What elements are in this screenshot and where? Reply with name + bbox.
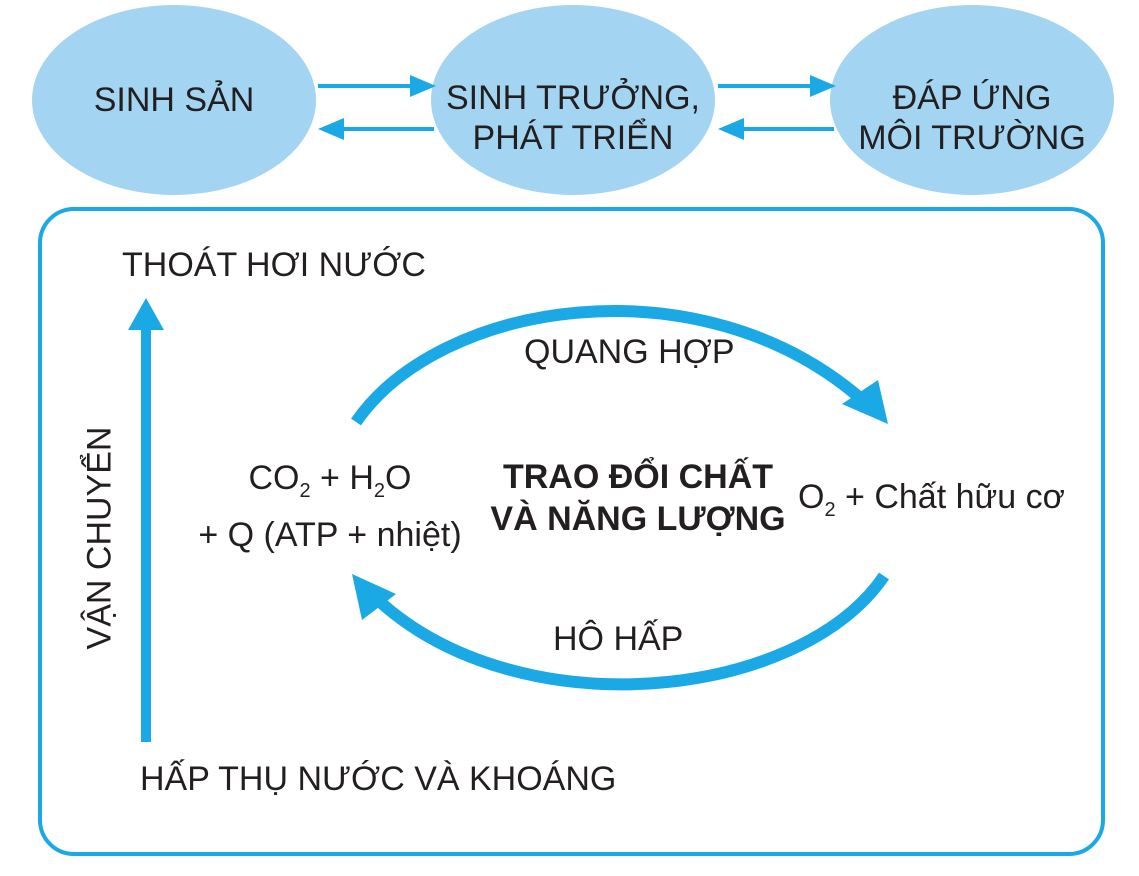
reactants-line1: CO2 + H2O bbox=[248, 459, 412, 502]
products-label: O2 + Chất hữu cơ bbox=[798, 478, 1065, 521]
center-title: TRAO ĐỔI CHẤT VÀ NĂNG LƯỢNG bbox=[478, 456, 798, 540]
metabolism-box bbox=[38, 207, 1105, 856]
response-label: ĐÁP ỨNG MÔI TRƯỜNG bbox=[858, 79, 1086, 157]
reproduction-label: SINH SẢN bbox=[93, 81, 255, 119]
center-title-line1: TRAO ĐỔI CHẤT bbox=[502, 458, 774, 496]
arrow-growth-to-reproduction bbox=[318, 118, 434, 140]
oval-growth bbox=[431, 5, 715, 195]
center-title-line2: VÀ NĂNG LƯỢNG bbox=[490, 500, 786, 538]
absorption-label: HẤP THỤ NƯỚC VÀ KHOÁNG bbox=[140, 760, 617, 798]
transport-arrow bbox=[128, 298, 164, 742]
photosynthesis-label: QUANG HỢP bbox=[524, 333, 735, 371]
oval-response bbox=[830, 5, 1114, 195]
arrow-growth-to-response bbox=[718, 75, 836, 97]
photosynthesis-arrow bbox=[351, 305, 888, 426]
oval-reproduction bbox=[32, 5, 316, 195]
transport-label: VẬN CHUYỂN bbox=[80, 426, 119, 650]
transpiration-label: THOÁT HƠI NƯỚC bbox=[122, 246, 426, 284]
respiration-label: HÔ HẤP bbox=[553, 620, 684, 658]
arrow-response-to-growth bbox=[718, 118, 834, 140]
arrow-reproduction-to-growth bbox=[318, 75, 436, 97]
reactants-label: CO2 + H2O + Q (ATP + nhiệt) bbox=[190, 452, 470, 561]
reactants-line2: + Q (ATP + nhiệt) bbox=[198, 516, 462, 554]
respiration-arrow bbox=[352, 572, 889, 691]
growth-label: SINH TRƯỞNG, PHÁT TRIỂN bbox=[445, 79, 701, 157]
